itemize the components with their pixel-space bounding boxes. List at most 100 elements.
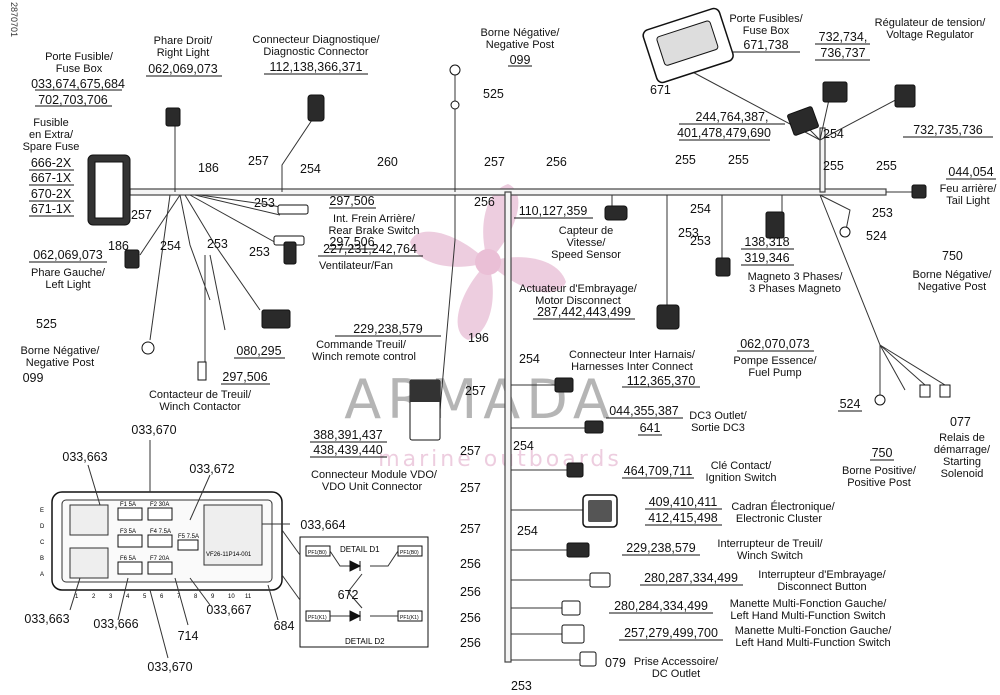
code-256e: 256 xyxy=(460,611,481,625)
left-light-pn: 062,069,073 xyxy=(33,248,103,262)
ignition-label-2: Ignition Switch xyxy=(706,472,777,484)
solenoid-label-3: Starting xyxy=(943,456,981,468)
code-253d: 253 xyxy=(249,245,270,259)
spare-fuse-pn-2: 667-1X xyxy=(31,171,72,185)
spare-fuse-label-2: en Extra/ xyxy=(29,129,74,141)
solenoid-connector-a xyxy=(919,384,931,398)
code-254b: 254 xyxy=(823,127,844,141)
pfi-label-2: PF1(B0) xyxy=(400,550,419,556)
code-254g: 254 xyxy=(517,524,538,538)
regulator-label-2: Voltage Regulator xyxy=(886,29,974,41)
mfs-left-label-b2: Left Hand Multi-Function Switch xyxy=(735,637,890,649)
left-light-label-2: Left Light xyxy=(45,279,90,291)
fuse-box-left-label-1: Porte Fusible/ xyxy=(45,51,114,63)
neg-post-left-label-2: Negative Post xyxy=(26,357,94,369)
detail-d1: DETAIL D1 xyxy=(340,545,380,554)
col-9: 9 xyxy=(211,594,215,600)
code-186b: 186 xyxy=(108,239,129,253)
col-4: 4 xyxy=(126,594,130,600)
dc3-outlet-connector xyxy=(584,420,604,434)
winch-contactor-label-2: Winch Contactor xyxy=(159,401,241,413)
fuse-f1 xyxy=(117,507,143,521)
components xyxy=(87,7,951,667)
dc3-label-1: DC3 Outlet/ xyxy=(689,410,747,422)
winch-remote-pn: 229,238,579 xyxy=(353,322,423,336)
code-253e: 253 xyxy=(690,234,711,248)
pn-525b: 525 xyxy=(36,317,57,331)
disconnect-btn-pn: 280,287,334,499 xyxy=(644,571,738,585)
dc-outlet-pn: 079 xyxy=(605,656,626,670)
cluster-label-2: Electronic Cluster xyxy=(736,513,823,525)
mfs-left-label-a2: Left Hand Multi-Function Switch xyxy=(730,610,885,622)
winch-switch-connector xyxy=(566,542,590,558)
left-light-connector xyxy=(124,249,140,269)
fuse-f1-label: F1 5A xyxy=(120,502,136,508)
labels: Porte Fusible/ Fuse Box 033,674,675,684 … xyxy=(21,13,998,680)
neg-post-left-pn: 099 xyxy=(23,371,44,385)
magneto-label-2: 3 Phases Magneto xyxy=(749,283,841,295)
fuse-block-left-bottom xyxy=(69,547,109,579)
magneto-label-1: Magneto 3 Phases/ xyxy=(748,271,844,283)
code-255d: 255 xyxy=(876,159,897,173)
ignition-label-1: Clé Contact/ xyxy=(711,460,772,472)
pn-244-2: 401,478,479,690 xyxy=(677,126,771,140)
code-257c: 257 xyxy=(131,208,152,222)
col-2: 2 xyxy=(92,594,96,600)
pn-080: 080,295 xyxy=(236,344,281,358)
fuse-box-left-pn-1: 033,674,675,684 xyxy=(31,77,125,91)
winch-remote-label-1: Commande Treuil/ xyxy=(316,339,407,351)
col-8: 8 xyxy=(194,594,198,600)
col-11: 11 xyxy=(245,594,252,600)
magneto-connector xyxy=(765,211,785,239)
cluster-pn-2: 412,415,498 xyxy=(648,511,718,525)
diag-label-2: Diagnostic Connector xyxy=(263,46,369,58)
winch-switch-label-1: Interrupteur de Treuil/ xyxy=(717,538,823,550)
pn-732b: 732,735,736 xyxy=(913,123,983,137)
pn-750a: 750 xyxy=(942,249,963,263)
fuse-box-left-pn-2: 702,703,706 xyxy=(38,93,108,107)
spare-fuse-pn-4: 671-1X xyxy=(31,202,72,216)
code-254a: 254 xyxy=(300,162,321,176)
solenoid-label-1: Relais de xyxy=(939,432,985,444)
vdo-label-1: Connecteur Module VDO/ xyxy=(311,469,438,481)
neg-post-right-label-2: Negative Post xyxy=(918,281,986,293)
row-c: C xyxy=(40,540,45,546)
spare-fuse-label-3: Spare Fuse xyxy=(23,141,80,153)
disconnect-btn-label-1: Interrupteur d'Embrayage/ xyxy=(758,569,886,581)
relay-block xyxy=(203,504,263,566)
relay-label: VF26-11P14-001 xyxy=(206,552,252,558)
right-light-connector xyxy=(165,107,181,127)
rear-brake-pn-2: 297,506 xyxy=(329,235,374,249)
winch-contactor-pn: 297,506 xyxy=(222,370,267,384)
disconnect-btn-label-2: Disconnect Button xyxy=(777,581,866,593)
pn-671: 671 xyxy=(650,83,671,97)
fuse-f3 xyxy=(117,534,143,548)
dc-outlet-label-2: DC Outlet xyxy=(652,668,700,680)
vdo-pn-2: 438,439,440 xyxy=(313,443,383,457)
row-a: A xyxy=(40,572,44,578)
fan-connector xyxy=(283,241,297,265)
solenoid-connector-b xyxy=(939,384,951,398)
dc-outlet-connector xyxy=(579,651,597,667)
tail-light-label-1: Feu arrière/ xyxy=(940,183,998,195)
detail-pn-663-top: 033,663 xyxy=(62,450,107,464)
harness-codes: 186 257 254 260 257 256 255 255 254 255 … xyxy=(108,127,897,693)
negative-post-left xyxy=(141,341,155,355)
fuse-box-right-pn: 671,738 xyxy=(743,38,788,52)
voltage-regulator-a xyxy=(822,81,848,103)
tail-light-connector xyxy=(911,184,927,199)
fuse-box-right-label-1: Porte Fusibles/ xyxy=(729,13,803,25)
code-257e: 257 xyxy=(460,444,481,458)
voltage-regulator-c xyxy=(787,106,819,136)
tail-light-pn: 044,054 xyxy=(948,165,993,179)
speed-label-2: Vitesse/ xyxy=(567,237,607,249)
winch-contactor-connector xyxy=(197,361,207,381)
rear-brake-switch xyxy=(277,204,309,215)
code-253c: 253 xyxy=(207,237,228,251)
mfs-left-connector-b xyxy=(561,624,585,644)
detail-leaders xyxy=(69,440,363,659)
pos-post-label-2: Positive Post xyxy=(847,477,911,489)
fuse-f3-label: F3 5A xyxy=(120,529,136,535)
speed-sensor xyxy=(604,205,628,221)
electronic-cluster-inner xyxy=(588,500,612,522)
